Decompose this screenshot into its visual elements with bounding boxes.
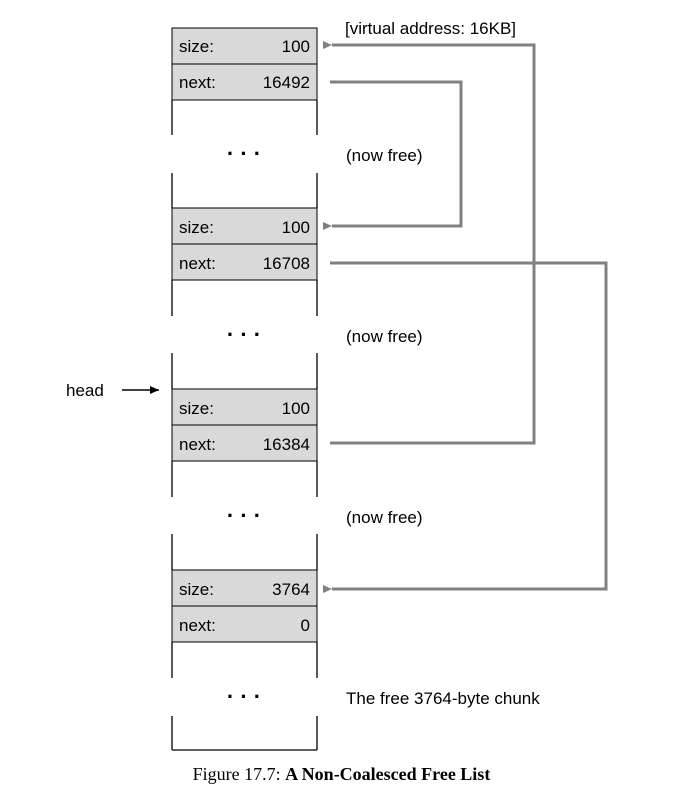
figure-caption: Figure 17.7: A Non-Coalesced Free List: [0, 764, 683, 785]
size-label-1: size:: [179, 218, 214, 237]
next-value-1: 16708: [263, 254, 310, 273]
next-cell-2: [171, 424, 318, 462]
size-label-0: size:: [179, 37, 214, 56]
size-label-2: size:: [179, 399, 214, 418]
size-cell-0: [171, 27, 318, 65]
size-value-2: 100: [282, 399, 310, 418]
ellipsis-1: · · ·: [227, 322, 261, 347]
now-free-label-1: (now free): [346, 327, 423, 346]
next-label-3: next:: [179, 616, 216, 635]
figure-caption-label: Figure 17.7:: [192, 764, 281, 784]
size-value-1: 100: [282, 218, 310, 237]
figure-caption-title: A Non-Coalesced Free List: [285, 764, 491, 784]
pointer-arrow-0-to-1: [323, 80, 463, 230]
free-chunk-label: The free 3764-byte chunk: [346, 689, 540, 708]
head-label: head: [66, 381, 104, 400]
next-label-1: next:: [179, 254, 216, 273]
virtual-address-label: [virtual address: 16KB]: [345, 19, 516, 38]
next-label-0: next:: [179, 73, 216, 92]
next-cell-3: [171, 605, 318, 643]
next-cell-1: [171, 243, 318, 281]
pointer-arrow-1-to-3: [323, 261, 608, 593]
ellipsis-0: · · ·: [227, 141, 261, 166]
region-borders: [171, 100, 318, 751]
next-value-3: 0: [301, 616, 310, 635]
ellipsis-3: · · ·: [227, 684, 261, 709]
now-free-label-0: (now free): [346, 146, 423, 165]
chunk-header-1: size: 100 next: 16708: [171, 207, 318, 281]
chunk-header-3: size: 3764 next: 0: [171, 569, 318, 643]
pointer-arrow-2-to-0: [323, 41, 536, 445]
size-label-3: size:: [179, 580, 214, 599]
chunk-header-0: size: 100 next: 16492: [171, 27, 318, 101]
next-value-0: 16492: [263, 73, 310, 92]
next-label-2: next:: [179, 435, 216, 454]
next-cell-0: [171, 63, 318, 101]
size-value-0: 100: [282, 37, 310, 56]
now-free-label-2: (now free): [346, 508, 423, 527]
next-value-2: 16384: [263, 435, 310, 454]
size-value-3: 3764: [272, 580, 310, 599]
chunk-header-2: size: 100 next: 16384: [171, 388, 318, 462]
ellipsis-2: · · ·: [227, 503, 261, 528]
size-cell-1: [171, 207, 318, 245]
